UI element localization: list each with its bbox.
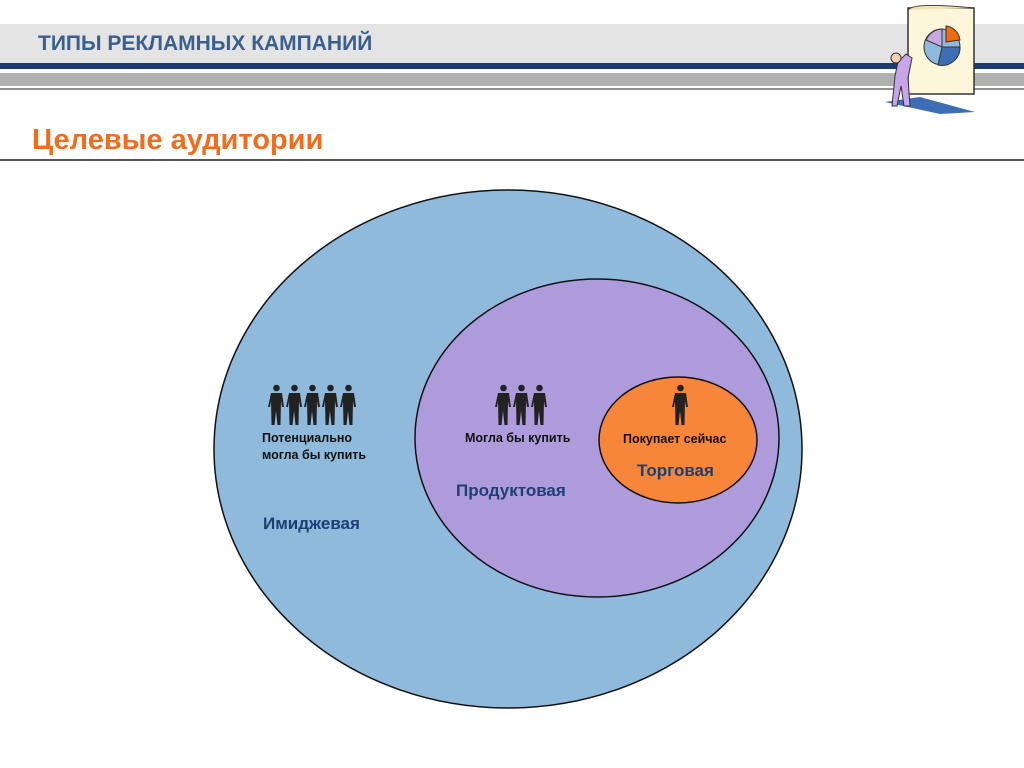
- outer-audience-line2: могла бы купить: [262, 448, 367, 462]
- person-icon: [340, 384, 356, 425]
- inner-audience-label: Покупает сейчас: [623, 432, 727, 446]
- person-icon: [531, 384, 547, 425]
- person-icon: [268, 384, 284, 425]
- outer-audience-label: Потенциально могла бы купить: [262, 430, 366, 464]
- slide-subtitle: Целевые аудитории: [32, 124, 324, 156]
- subtitle-divider: [0, 159, 1024, 161]
- outer-audience-line1: Потенциально: [262, 431, 353, 445]
- person-icon: [304, 384, 320, 425]
- people-group-could-buy: [495, 384, 548, 426]
- people-group-potential: [268, 384, 357, 426]
- header-stripe-thin: [0, 88, 1024, 90]
- header-title: ТИПЫ РЕКЛАМНЫХ КАМПАНИЙ: [38, 32, 373, 55]
- person-icon: [672, 384, 688, 425]
- header-band: [0, 24, 1024, 63]
- person-icon: [322, 384, 338, 425]
- person-icon: [495, 384, 511, 425]
- middle-audience-label: Могла бы купить: [465, 431, 571, 445]
- inner-ellipse-trade: [598, 376, 758, 504]
- presentation-clipart-icon: [885, 4, 975, 114]
- middle-ellipse-product: [414, 278, 780, 598]
- header-stripe-gray: [0, 73, 1024, 86]
- inner-campaign-label: Торговая: [637, 461, 714, 480]
- outer-campaign-label: Имиджевая: [263, 514, 360, 533]
- people-group-buying-now: [672, 384, 689, 426]
- person-icon: [513, 384, 529, 425]
- person-icon: [286, 384, 302, 425]
- middle-campaign-label: Продуктовая: [456, 481, 566, 500]
- header-stripe-dark: [0, 63, 1024, 69]
